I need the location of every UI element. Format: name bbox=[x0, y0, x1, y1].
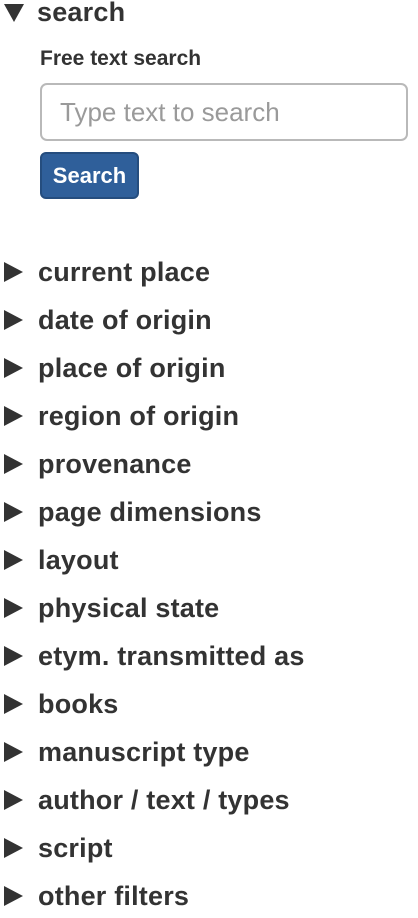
search-input[interactable] bbox=[40, 83, 408, 141]
search-section-body: Free text search Search bbox=[40, 44, 408, 199]
triangle-right-icon bbox=[4, 694, 23, 714]
filter-label: provenance bbox=[38, 448, 192, 479]
filter-list: current place date of origin place of or… bbox=[4, 248, 305, 918]
filter-current-place[interactable]: current place bbox=[4, 248, 305, 296]
triangle-right-icon bbox=[4, 406, 23, 426]
filter-label: author / text / types bbox=[38, 784, 290, 815]
filter-etym-transmitted-as[interactable]: etym. transmitted as bbox=[4, 632, 305, 680]
filter-label: etym. transmitted as bbox=[38, 640, 305, 671]
filter-date-of-origin[interactable]: date of origin bbox=[4, 296, 305, 344]
triangle-right-icon bbox=[4, 838, 23, 858]
triangle-right-icon bbox=[4, 598, 23, 618]
filter-label: physical state bbox=[38, 592, 220, 623]
triangle-right-icon bbox=[4, 742, 23, 762]
filter-place-of-origin[interactable]: place of origin bbox=[4, 344, 305, 392]
triangle-right-icon bbox=[4, 790, 23, 810]
filter-label: current place bbox=[38, 256, 211, 287]
filter-author-text-types[interactable]: author / text / types bbox=[4, 776, 305, 824]
filter-physical-state[interactable]: physical state bbox=[4, 584, 305, 632]
filter-label: other filters bbox=[38, 880, 190, 911]
filter-label: page dimensions bbox=[38, 496, 262, 527]
triangle-right-icon bbox=[4, 646, 23, 666]
triangle-right-icon bbox=[4, 310, 23, 330]
triangle-right-icon bbox=[4, 550, 23, 570]
filter-books[interactable]: books bbox=[4, 680, 305, 728]
filter-label: place of origin bbox=[38, 352, 226, 383]
filter-manuscript-type[interactable]: manuscript type bbox=[4, 728, 305, 776]
filter-provenance[interactable]: provenance bbox=[4, 440, 305, 488]
filter-label: date of origin bbox=[38, 304, 212, 335]
filter-label: books bbox=[38, 688, 119, 719]
filter-region-of-origin[interactable]: region of origin bbox=[4, 392, 305, 440]
search-section-title: search bbox=[37, 0, 126, 27]
triangle-right-icon bbox=[4, 454, 23, 474]
free-text-search-label: Free text search bbox=[40, 47, 202, 70]
search-button[interactable]: Search bbox=[40, 152, 139, 199]
filter-label: layout bbox=[38, 544, 119, 575]
filter-label: script bbox=[38, 832, 113, 863]
filter-script[interactable]: script bbox=[4, 824, 305, 872]
filter-page-dimensions[interactable]: page dimensions bbox=[4, 488, 305, 536]
filter-label: region of origin bbox=[38, 400, 240, 431]
triangle-right-icon bbox=[4, 886, 23, 906]
search-section-toggle[interactable]: search bbox=[4, 0, 125, 32]
filter-other-filters[interactable]: other filters bbox=[4, 872, 305, 918]
triangle-down-icon bbox=[4, 4, 24, 22]
filter-label: manuscript type bbox=[38, 736, 250, 767]
triangle-right-icon bbox=[4, 358, 23, 378]
triangle-right-icon bbox=[4, 502, 23, 522]
triangle-right-icon bbox=[4, 262, 23, 282]
filter-layout[interactable]: layout bbox=[4, 536, 305, 584]
